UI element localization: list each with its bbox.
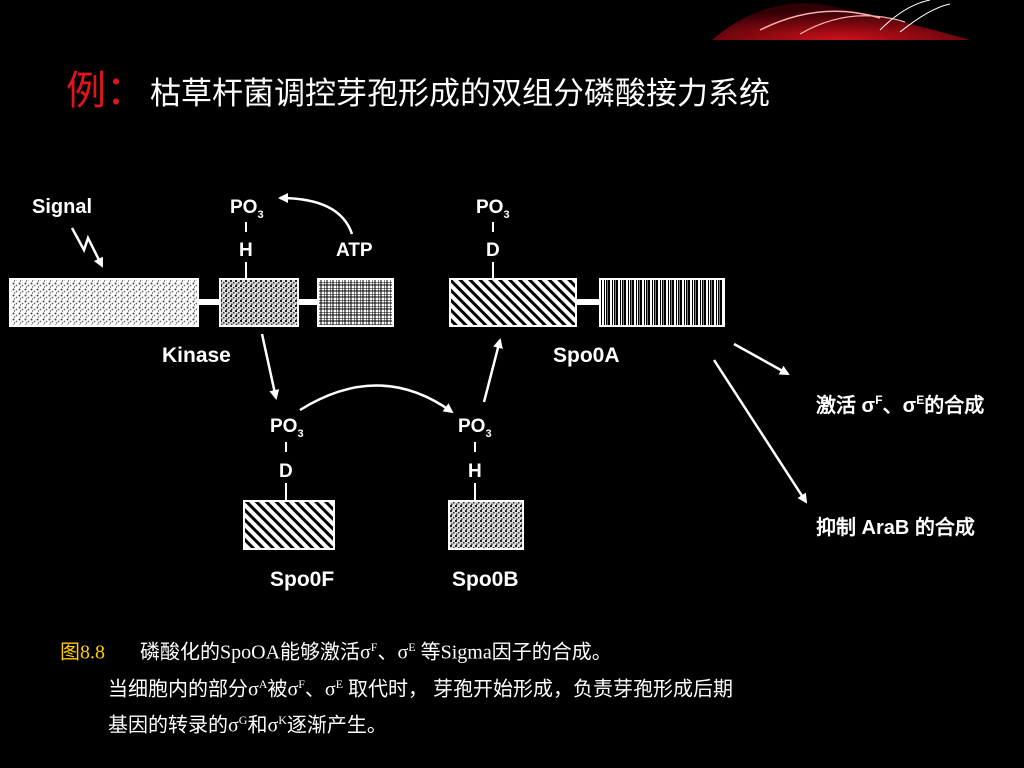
- spo0b-domain: [448, 500, 524, 550]
- spo0a-label: Spo0A: [553, 344, 620, 367]
- spo0a-effector-domain: [599, 278, 725, 327]
- kinase-po3-label: PO3: [230, 197, 264, 221]
- spo0b-h-label: H: [468, 461, 482, 482]
- signal-lightning-arrow: [70, 227, 104, 268]
- spo0b-label: Spo0B: [452, 568, 519, 591]
- spo0f-d-label: D: [279, 461, 293, 482]
- phosphorelay-diagram: Signal Kinase PO3 H ATP PO3 D Spo0F PO3 …: [9, 193, 984, 591]
- kinase-linker-2: [298, 299, 318, 305]
- spo0b-po3-label: PO3: [458, 416, 492, 440]
- kinase-to-spo0f-arrow: [260, 333, 280, 400]
- atp-to-histidine-arrow: [278, 193, 354, 235]
- spo0f-to-spo0b-arrow: [299, 384, 454, 414]
- kinase-atp-domain: [317, 278, 394, 327]
- spo0f-po3-label: PO3: [270, 416, 304, 440]
- title-lead: 例：: [66, 68, 146, 114]
- caption-line2: 当细胞内的部分σA被σF、σE 取代时， 芽孢开始形成，负责芽孢形成后期: [108, 676, 734, 701]
- title-main: 枯草杆菌调控芽孢形成的双组分磷酸接力系统: [150, 76, 770, 112]
- kinase-histidine-domain: [219, 278, 299, 327]
- spo0a-d-label: D: [486, 240, 500, 261]
- caption-figure-label: 图8.8: [60, 641, 105, 664]
- inhibit-arrow: [712, 359, 808, 504]
- atp-label: ATP: [336, 240, 373, 261]
- figure-caption: 图8.8 磷酸化的SpoOA能够激活σF、σE 等Sigma因子的合成。 当细胞…: [60, 632, 1010, 742]
- slide-title: 例：枯草杆菌调控芽孢形成的双组分磷酸接力系统: [66, 58, 770, 118]
- caption-line1-a: 磷酸化的SpoOA能够激活σ: [140, 641, 371, 664]
- spo0f-domain: [243, 500, 335, 550]
- decorative-swirl-graphic: [712, 0, 970, 40]
- kinase-h-label: H: [239, 240, 253, 261]
- spo0f-label: Spo0F: [270, 568, 334, 591]
- kinase-linker: [198, 299, 220, 305]
- kinase-label: Kinase: [162, 344, 231, 367]
- kinase-sensor-domain: [9, 278, 199, 327]
- spo0a-po3-label: PO3: [476, 197, 510, 221]
- inhibit-outcome-label: 抑制 AraB 的合成: [816, 515, 975, 539]
- spo0a-receiver-domain: [449, 278, 577, 327]
- caption-line3: 基因的转录的σG和σK逐渐产生。: [108, 713, 387, 737]
- spo0b-to-spo0a-arrow: [482, 338, 503, 403]
- activate-outcome-label: 激活 σF、σE的合成: [816, 393, 984, 417]
- activate-arrow: [733, 342, 790, 376]
- signal-label: Signal: [32, 196, 92, 218]
- spo0a-linker: [576, 299, 600, 305]
